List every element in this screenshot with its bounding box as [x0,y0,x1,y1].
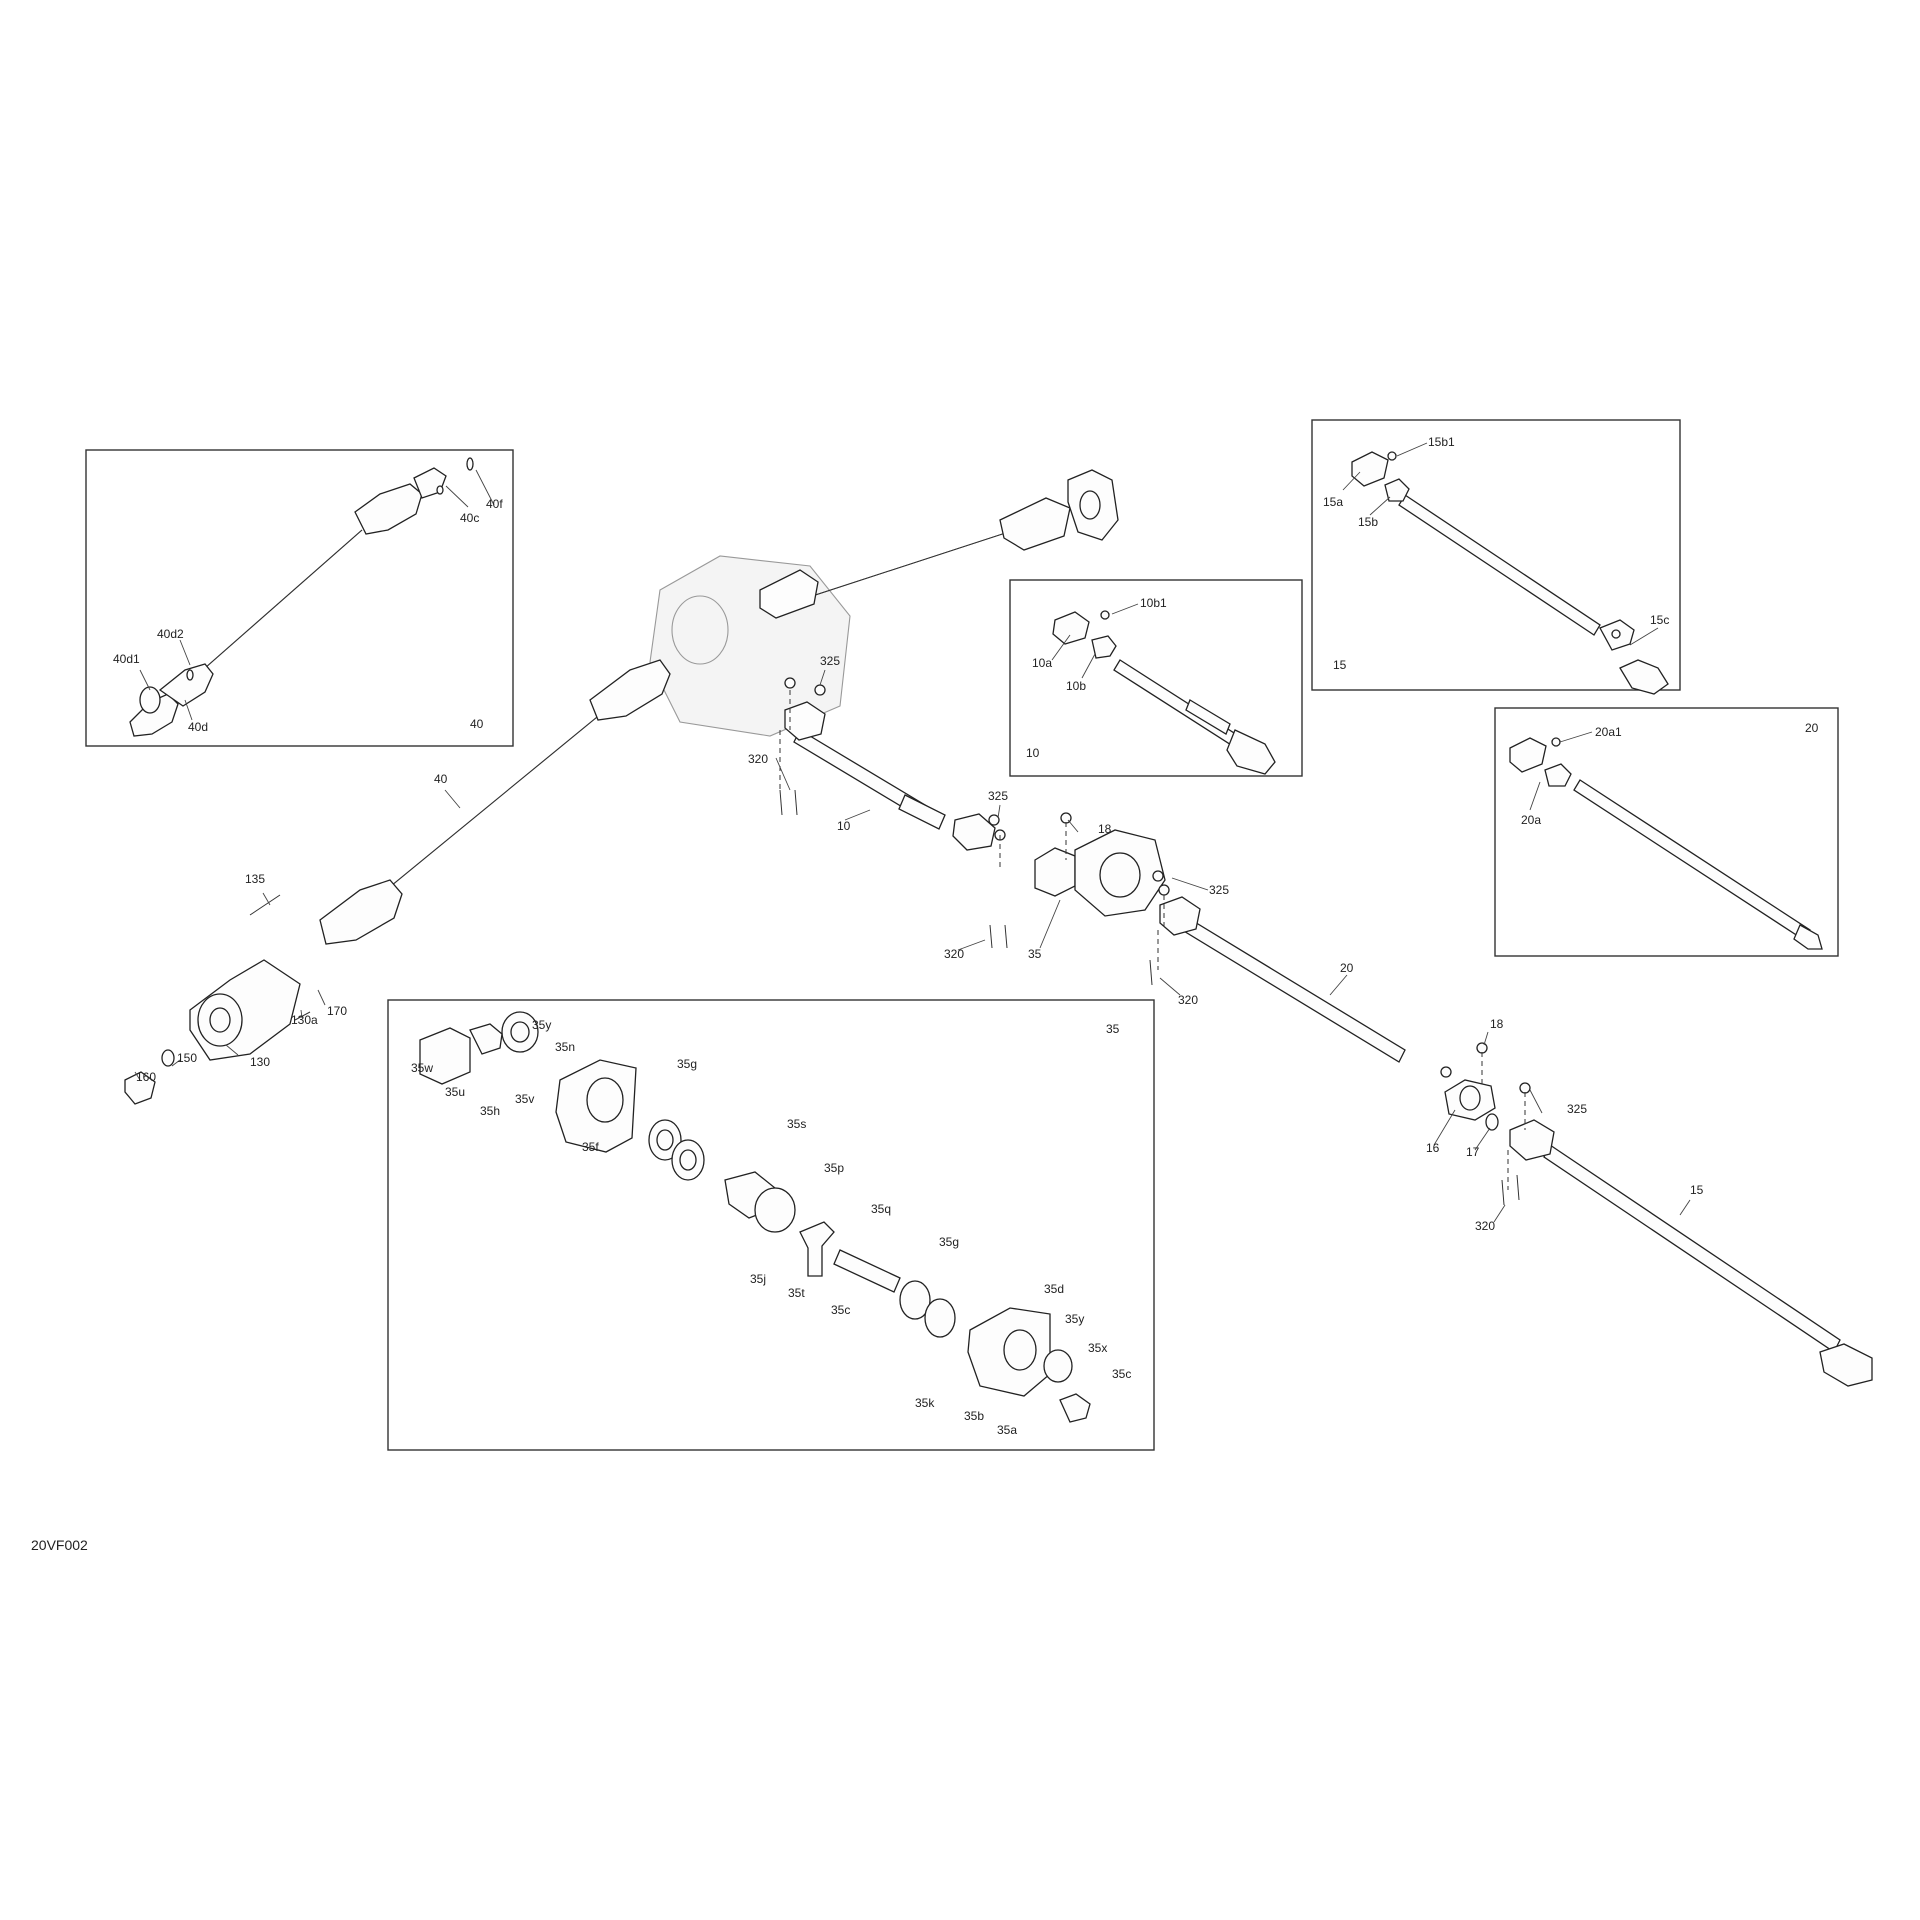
callout-10a: 10a [1032,656,1052,670]
callout-150: 150 [177,1051,197,1065]
diagram-code: 20VF002 [31,1537,88,1553]
callout-40: 40 [434,772,448,786]
callout-170: 170 [327,1004,347,1018]
callout-130a: 130a [291,1013,318,1027]
callout-17: 17 [1466,1145,1480,1159]
inset-box-20: 20 [1494,707,1839,957]
callout-40f: 40f [486,497,503,511]
inset-label-15: 15 [1333,658,1347,672]
callout-40d2: 40d2 [157,627,184,641]
callout-15a: 15a [1323,495,1343,509]
callout-35g-b: 35g [939,1235,959,1249]
callout-18-a: 18 [1098,822,1112,836]
callout-15c: 15c [1650,613,1669,627]
callout-320-a: 320 [748,752,768,766]
callout-35y-a: 35y [532,1018,551,1032]
callout-325-b: 325 [988,789,1008,803]
leader-lines [134,442,1691,1223]
callout-35h: 35h [480,1104,500,1118]
callout-35v: 35v [515,1092,534,1106]
callout-35k: 35k [915,1396,935,1410]
callout-35f: 35f [582,1140,599,1154]
inset-label-35: 35 [1106,1022,1120,1036]
callout-35j: 35j [750,1272,766,1286]
callout-320-c: 320 [1178,993,1198,1007]
callout-35c-b: 35c [1112,1367,1131,1381]
callout-35x: 35x [1088,1341,1107,1355]
callout-20a: 20a [1521,813,1541,827]
callout-labels: 40f 40c 40d2 40d1 40d 10b1 10a 10b 15b1 … [113,435,1704,1437]
callout-16: 16 [1426,1141,1440,1155]
callout-10: 10 [837,819,851,833]
callout-160: 160 [136,1070,156,1084]
callout-35g-a: 35g [677,1057,697,1071]
callout-10b: 10b [1066,679,1086,693]
callout-320-d: 320 [1475,1219,1495,1233]
callout-35: 35 [1028,947,1042,961]
callout-35y-b: 35y [1065,1312,1084,1326]
callout-35u: 35u [445,1085,465,1099]
callout-18-b: 18 [1490,1017,1504,1031]
callout-135: 135 [245,872,265,886]
callout-35n: 35n [555,1040,575,1054]
inset-box-10: 10 [1009,579,1303,777]
callout-40d1: 40d1 [113,652,140,666]
callout-20a1: 20a1 [1595,725,1622,739]
callout-20: 20 [1340,961,1354,975]
callout-35t: 35t [788,1286,805,1300]
main-assembly [124,469,1873,1387]
callout-130: 130 [250,1055,270,1069]
callout-320-b: 320 [944,947,964,961]
callout-35d: 35d [1044,1282,1064,1296]
callout-35p: 35p [824,1161,844,1175]
callout-35c-a: 35c [831,1303,850,1317]
inset-box-35: 35 [387,999,1155,1451]
callout-35b: 35b [964,1409,984,1423]
callout-15: 15 [1690,1183,1704,1197]
callout-15b1: 15b1 [1428,435,1455,449]
callout-35w: 35w [411,1061,433,1075]
callout-325-a: 325 [820,654,840,668]
inset-label-10: 10 [1026,746,1040,760]
callout-10b1: 10b1 [1140,596,1167,610]
inset-box-15: 15 [1311,419,1681,695]
callout-325-c: 325 [1209,883,1229,897]
callout-40d: 40d [188,720,208,734]
inset-box-40: 40 [85,449,514,747]
callout-35q: 35q [871,1202,891,1216]
callout-35a: 35a [997,1423,1017,1437]
callout-35s: 35s [787,1117,806,1131]
inset-label-20: 20 [1805,721,1819,735]
callout-325-d: 325 [1567,1102,1587,1116]
callout-40c: 40c [460,511,479,525]
callout-15b: 15b [1358,515,1378,529]
inset-label-40: 40 [470,717,484,731]
